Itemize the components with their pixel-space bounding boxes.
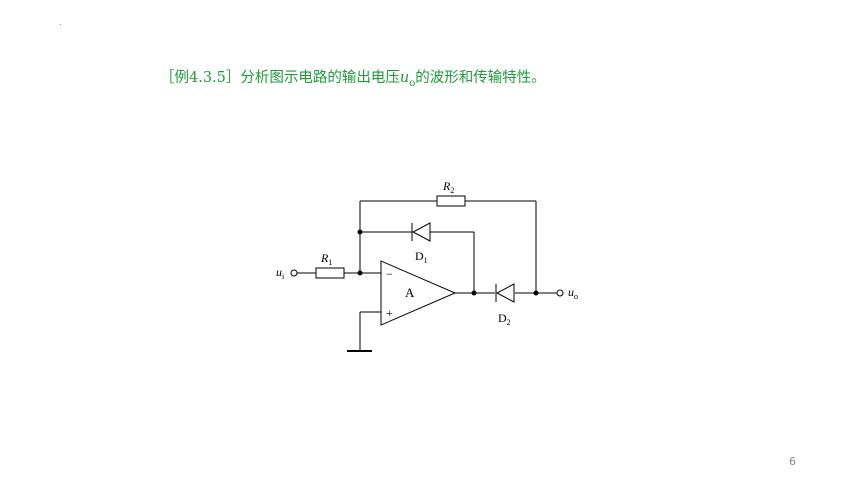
opamp-triangle xyxy=(380,260,457,326)
junction-input-node xyxy=(357,270,363,276)
label-uo: uo xyxy=(568,285,578,301)
junction-d1-left xyxy=(357,229,363,235)
title-prefix: ［例4.3.5］分析图示电路的输出电压 xyxy=(160,70,400,86)
diode-d1 xyxy=(411,222,431,242)
title-output-sub: o xyxy=(409,77,416,89)
label-minus-input: − xyxy=(386,267,393,281)
label-ui: ui xyxy=(276,265,285,281)
label-d2: D2 xyxy=(498,311,511,327)
label-r1: R1 xyxy=(320,251,332,267)
junction-output-node xyxy=(471,290,477,296)
diode-d2 xyxy=(495,283,515,303)
terminal-input xyxy=(290,269,298,277)
slide-dot: . xyxy=(59,18,62,27)
terminal-output xyxy=(556,289,564,297)
page-number: 6 xyxy=(789,455,796,468)
problem-title: ［例4.3.5］分析图示电路的输出电压uo的波形和传输特性。 xyxy=(160,66,546,89)
title-output-var: u xyxy=(399,70,410,86)
title-suffix: 的波形和传输特性。 xyxy=(415,70,546,86)
label-plus-input: + xyxy=(386,306,393,320)
label-d1: D1 xyxy=(415,249,428,265)
resistor-r2 xyxy=(436,195,466,207)
label-r2: R2 xyxy=(442,179,454,195)
label-opamp: A xyxy=(405,285,415,300)
resistor-r1 xyxy=(315,267,345,279)
junction-r2-node xyxy=(533,290,539,296)
